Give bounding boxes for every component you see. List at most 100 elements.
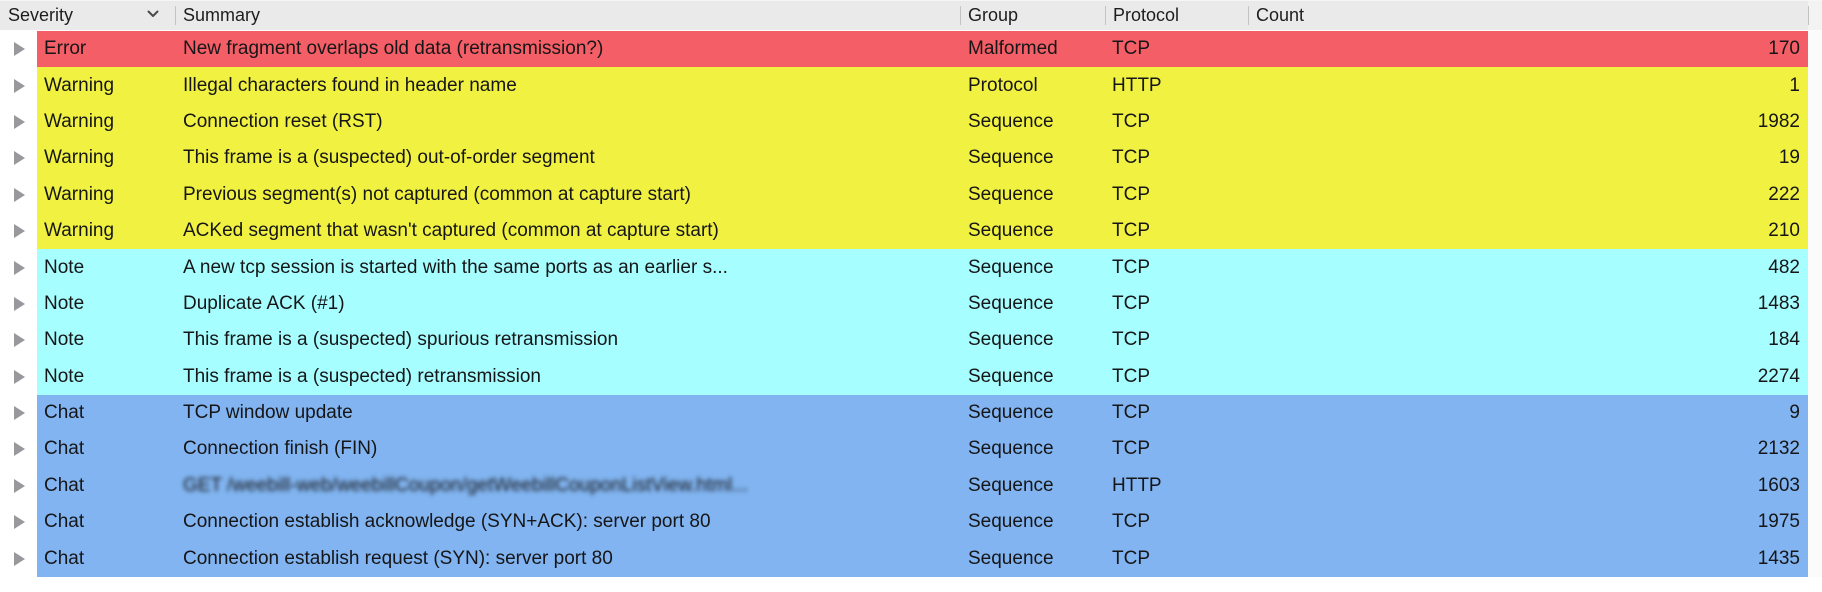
summary-cell: Connection finish (FIN) <box>183 438 378 460</box>
row-band: Chat Connection establish acknowledge (S… <box>37 504 1808 541</box>
scrollbar-gutter <box>1808 394 1822 432</box>
group-cell: Sequence <box>968 365 1054 387</box>
table-row[interactable]: Note This frame is a (suspected) retrans… <box>0 358 1822 395</box>
count-cell: 1982 <box>1757 110 1800 132</box>
severity-cell: Note <box>44 365 85 387</box>
table-row[interactable]: Chat Connection establish acknowledge (S… <box>0 504 1822 541</box>
protocol-cell: TCP <box>1112 38 1150 60</box>
expand-toggle[interactable] <box>0 431 37 468</box>
column-header-group-label: Group <box>968 5 1019 25</box>
column-header-summary-label: Summary <box>183 5 261 25</box>
count-cell: 2132 <box>1757 438 1800 460</box>
sort-chevron-down-icon <box>147 10 159 17</box>
group-cell: Protocol <box>968 74 1038 96</box>
group-cell: Sequence <box>968 438 1054 460</box>
table-row[interactable]: Chat Connection establish request (SYN):… <box>0 540 1822 577</box>
protocol-cell: TCP <box>1112 220 1150 242</box>
row-band: Chat TCP window update Sequence TCP 9 <box>37 394 1808 432</box>
row-band: Note A new tcp session is started with t… <box>37 249 1808 286</box>
severity-cell: Warning <box>44 74 115 96</box>
column-header-severity[interactable]: Severity <box>0 1 175 30</box>
protocol-cell: HTTP <box>1112 474 1162 496</box>
summary-cell: TCP window update <box>183 402 353 424</box>
group-cell: Sequence <box>968 474 1054 496</box>
protocol-cell: TCP <box>1112 402 1150 424</box>
expand-toggle[interactable] <box>0 358 37 395</box>
severity-cell: Chat <box>44 402 85 424</box>
row-band: Warning This frame is a (suspected) out-… <box>37 140 1808 177</box>
table-row[interactable]: Note A new tcp session is started with t… <box>0 249 1822 286</box>
severity-cell: Error <box>44 38 87 60</box>
group-cell: Sequence <box>968 147 1054 169</box>
expand-toggle[interactable] <box>0 249 37 286</box>
summary-cell: Connection establish request (SYN): serv… <box>183 547 613 569</box>
expand-toggle[interactable] <box>0 31 37 68</box>
group-cell: Sequence <box>968 402 1054 424</box>
table-row[interactable]: Warning ACKed segment that wasn't captur… <box>0 212 1822 250</box>
row-band: Warning ACKed segment that wasn't captur… <box>37 212 1808 250</box>
protocol-cell: HTTP <box>1112 74 1162 96</box>
protocol-cell: TCP <box>1112 438 1150 460</box>
row-band: Chat Connection finish (FIN) Sequence TC… <box>37 431 1808 468</box>
expand-triangle-icon <box>14 78 25 93</box>
scrollbar-gutter <box>1808 431 1822 468</box>
expand-triangle-icon <box>14 551 25 566</box>
protocol-cell: TCP <box>1112 547 1150 569</box>
summary-cell: Connection reset (RST) <box>183 110 383 132</box>
column-header-count[interactable]: Count <box>1248 1 1808 30</box>
expand-toggle[interactable] <box>0 504 37 541</box>
table-header: Severity Summary Group Protocol Count <box>0 0 1822 31</box>
table-row[interactable]: Note This frame is a (suspected) spuriou… <box>0 322 1822 359</box>
table-row[interactable]: Warning This frame is a (suspected) out-… <box>0 140 1822 177</box>
table-row[interactable]: Chat TCP window update Sequence TCP 9 <box>0 394 1822 432</box>
expand-triangle-icon <box>14 296 25 311</box>
scrollbar-gutter <box>1808 322 1822 359</box>
column-header-severity-label: Severity <box>8 5 74 25</box>
summary-cell: A new tcp session is started with the sa… <box>183 256 728 278</box>
row-band: Error New fragment overlaps old data (re… <box>37 31 1808 68</box>
column-header-group[interactable]: Group <box>960 1 1105 30</box>
group-cell: Sequence <box>968 547 1054 569</box>
row-band: Note Duplicate ACK (#1) Sequence TCP 148… <box>37 285 1808 323</box>
scrollbar-gutter <box>1808 103 1822 141</box>
table-row[interactable]: Warning Connection reset (RST) Sequence … <box>0 103 1822 141</box>
summary-cell: Illegal characters found in header name <box>183 74 517 96</box>
expand-toggle[interactable] <box>0 285 37 323</box>
table-row[interactable]: Warning Previous segment(s) not captured… <box>0 176 1822 213</box>
expand-toggle[interactable] <box>0 467 37 505</box>
expand-toggle[interactable] <box>0 322 37 359</box>
row-band: Warning Connection reset (RST) Sequence … <box>37 103 1808 141</box>
table-row[interactable]: Chat GET /weebill-web/weebillCoupon/getW… <box>0 467 1822 505</box>
count-cell: 170 <box>1768 38 1800 60</box>
group-cell: Sequence <box>968 183 1054 205</box>
protocol-cell: TCP <box>1112 110 1150 132</box>
table-row[interactable]: Error New fragment overlaps old data (re… <box>0 31 1822 68</box>
scrollbar-gutter <box>1808 212 1822 250</box>
group-cell: Sequence <box>968 292 1054 314</box>
scrollbar-gutter <box>1808 358 1822 395</box>
expand-toggle[interactable] <box>0 67 37 104</box>
table-row[interactable]: Chat Connection finish (FIN) Sequence TC… <box>0 431 1822 468</box>
column-header-summary[interactable]: Summary <box>175 1 960 30</box>
count-cell: 184 <box>1768 329 1800 351</box>
expand-toggle[interactable] <box>0 103 37 141</box>
group-cell: Sequence <box>968 220 1054 242</box>
expand-triangle-icon <box>14 224 25 239</box>
count-cell: 222 <box>1768 183 1800 205</box>
expand-toggle[interactable] <box>0 140 37 177</box>
expand-triangle-icon <box>14 478 25 493</box>
expand-toggle[interactable] <box>0 540 37 577</box>
expand-toggle[interactable] <box>0 176 37 213</box>
scrollbar-gutter <box>1808 140 1822 177</box>
severity-cell: Note <box>44 292 85 314</box>
column-header-protocol[interactable]: Protocol <box>1105 1 1248 30</box>
severity-cell: Note <box>44 329 85 351</box>
summary-cell: Connection establish acknowledge (SYN+AC… <box>183 511 711 533</box>
row-band: Warning Previous segment(s) not captured… <box>37 176 1808 213</box>
table-row[interactable]: Warning Illegal characters found in head… <box>0 67 1822 104</box>
expand-toggle[interactable] <box>0 394 37 432</box>
table-row[interactable]: Note Duplicate ACK (#1) Sequence TCP 148… <box>0 285 1822 323</box>
expand-toggle[interactable] <box>0 212 37 250</box>
scrollbar-gutter <box>1808 31 1822 68</box>
expand-triangle-icon <box>14 406 25 421</box>
